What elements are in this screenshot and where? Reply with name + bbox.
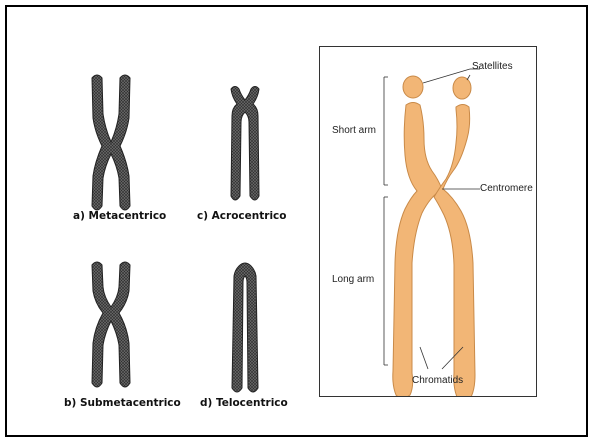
label-long-arm: Long arm [332, 274, 374, 285]
telocentric-chromosome [232, 263, 258, 392]
caption-submetacentric: b) Submetacentrico [64, 397, 181, 409]
satellite-left [403, 76, 423, 98]
caption-metacentric: a) Metacentrico [73, 210, 166, 222]
caption-acrocentric: c) Acrocentrico [197, 210, 286, 222]
label-satellites: Satellites [472, 61, 513, 72]
label-chromatids: Chromatids [412, 375, 463, 386]
chromosome-types-figure: a) Metacentrico c) Acrocentrico b) Subme… [0, 0, 320, 444]
submetacentric-chromosome [92, 262, 130, 387]
orange-chromosome [393, 76, 475, 397]
chromosome-anatomy-figure: Satellites Short arm Centromere Long arm… [319, 46, 537, 397]
chromosome-anatomy-svg [320, 47, 537, 397]
chromatid-right [434, 105, 475, 398]
chromosome-types-svg [0, 0, 320, 444]
label-centromere: Centromere [480, 183, 533, 194]
metacentric-chromosome [92, 75, 130, 210]
chromatid-left [393, 103, 442, 398]
acrocentric-chromosome [231, 87, 259, 201]
label-short-arm: Short arm [332, 125, 376, 136]
caption-telocentric: d) Telocentrico [200, 397, 288, 409]
satellite-right [453, 77, 471, 99]
